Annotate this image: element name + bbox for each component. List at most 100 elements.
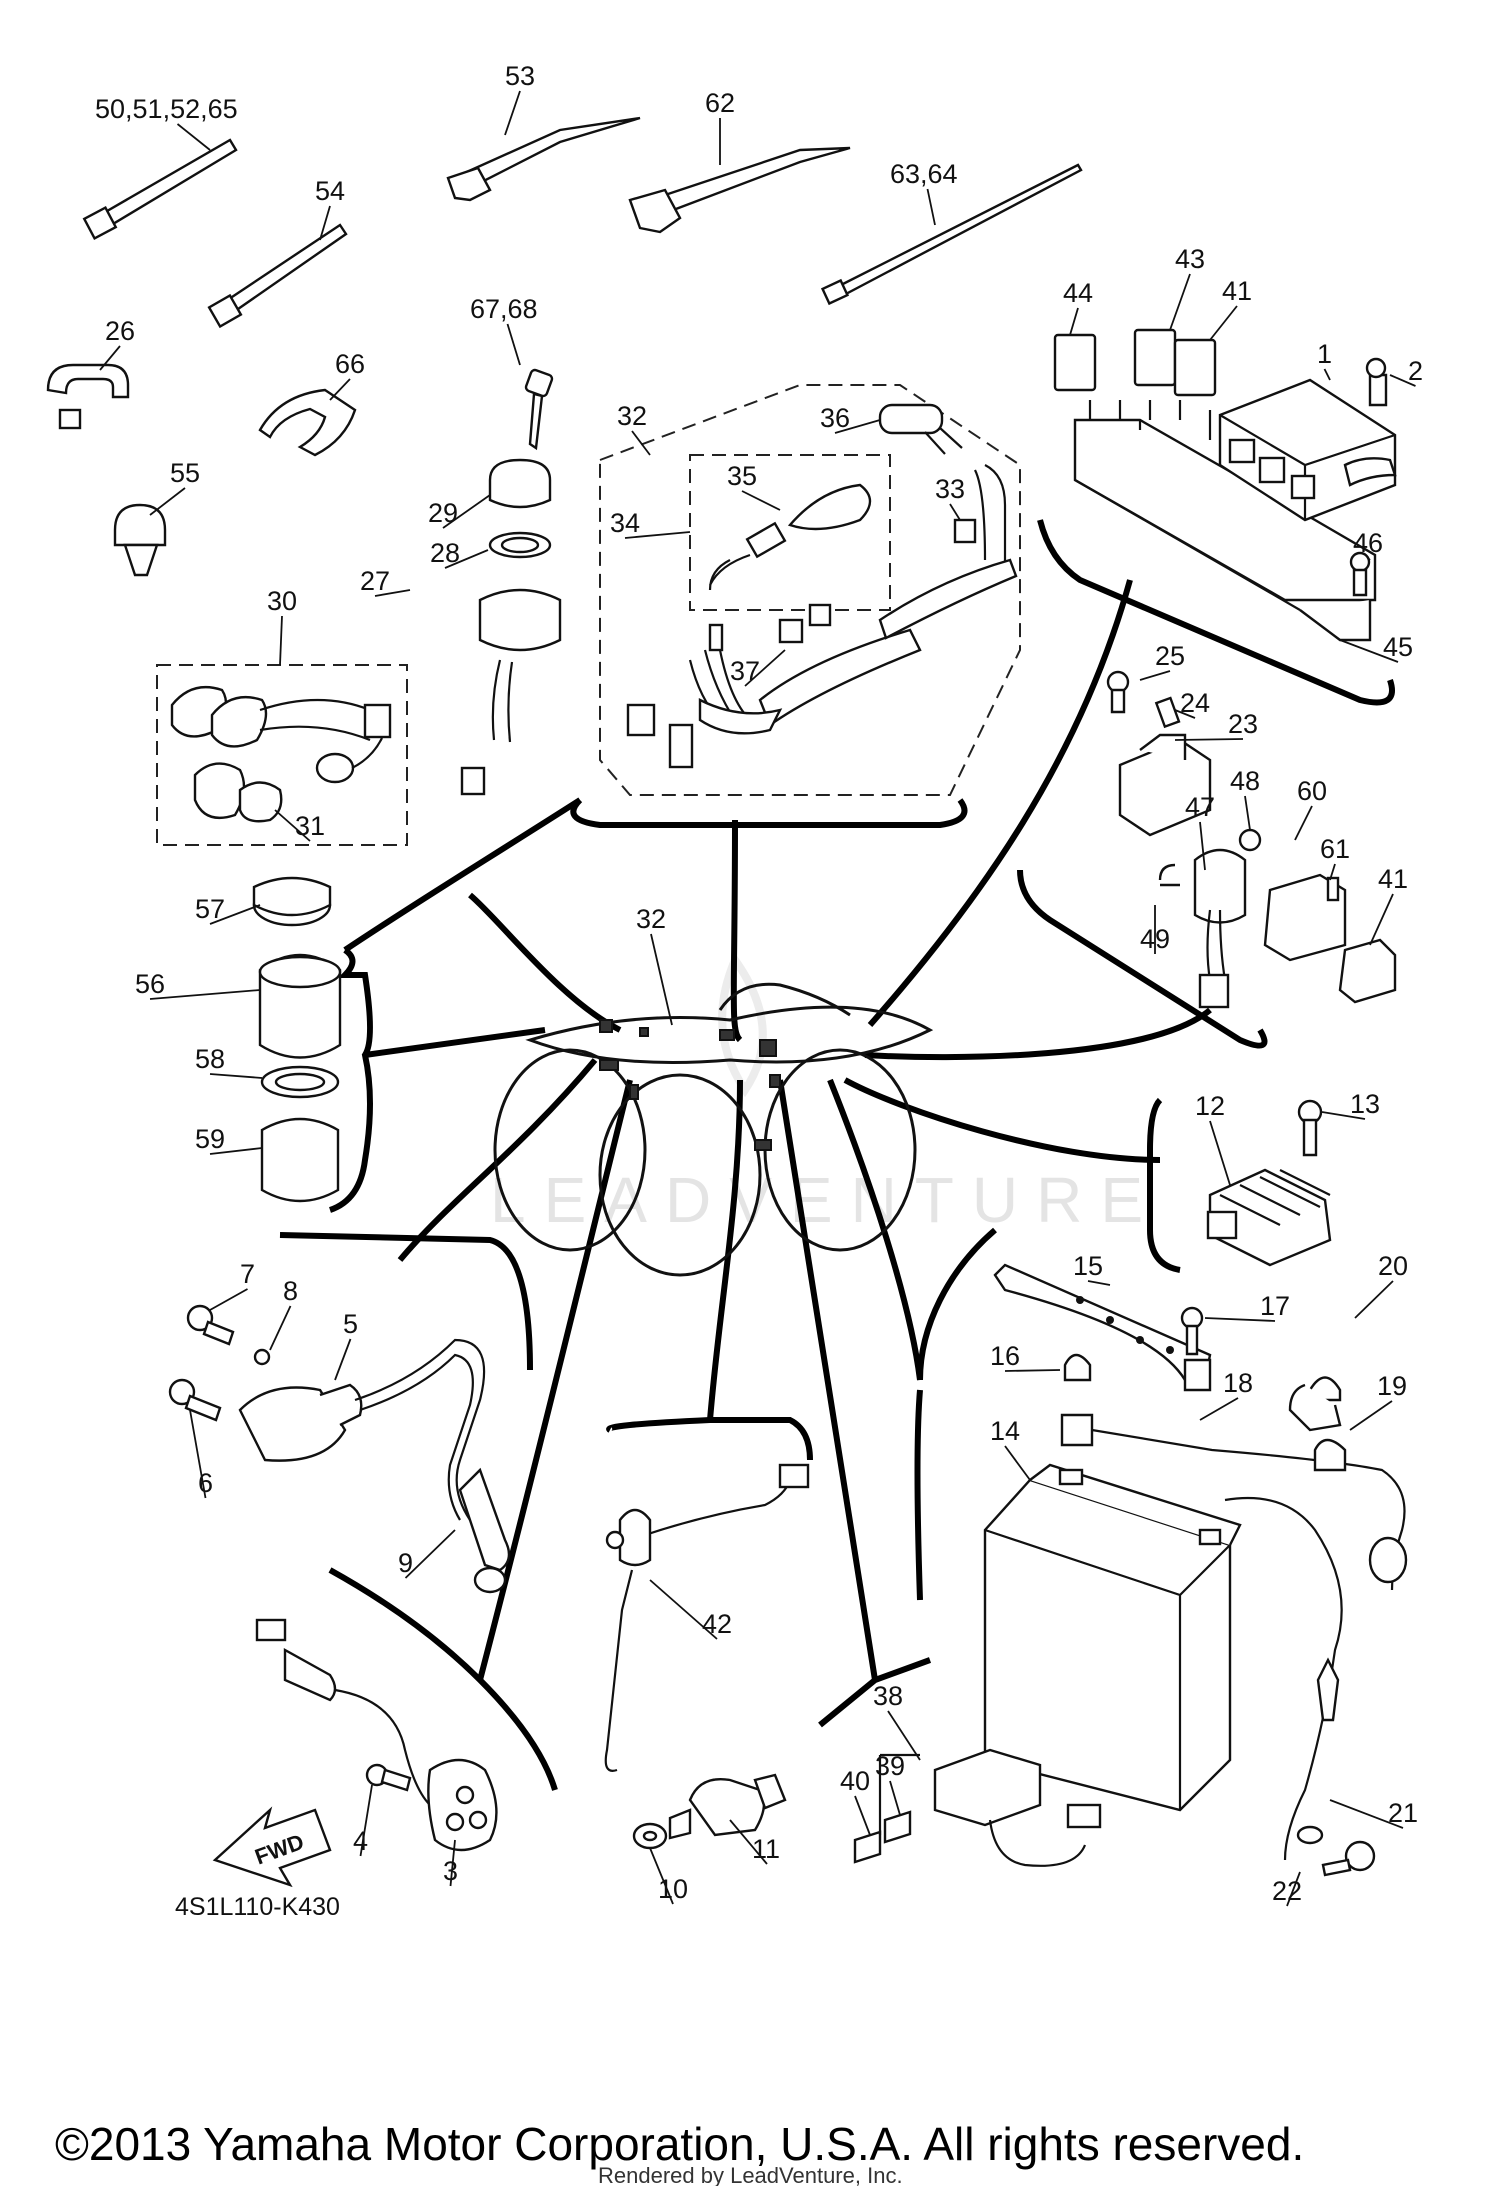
callout-leader-line	[444, 549, 489, 569]
callout-leader-line	[1139, 670, 1171, 681]
callout-label: 46	[1353, 528, 1383, 558]
callout-label: 62	[705, 88, 735, 118]
regulator-part	[1206, 1099, 1332, 1267]
group-box-30	[156, 664, 408, 846]
callout-leader-line	[744, 649, 786, 687]
callout-leader-line	[1286, 1871, 1301, 1907]
callout-label: 57	[195, 894, 225, 924]
callout-leader-line	[449, 1839, 456, 1887]
callout-label: 20	[1378, 1251, 1408, 1281]
callout-label: 43	[1175, 244, 1205, 274]
callout-leader-line	[1209, 1120, 1231, 1186]
callout-label: 32	[617, 401, 647, 431]
callout-label: 39	[875, 1751, 905, 1781]
callout-label: 49	[1140, 924, 1170, 954]
callout-label: 61	[1320, 834, 1350, 864]
callout-leader-line	[1087, 1280, 1111, 1286]
callout-leader-line	[279, 615, 283, 666]
callout-label: 22	[1272, 1876, 1302, 1906]
callout-label: 9	[398, 1548, 413, 1578]
callout-leaders	[99, 90, 1416, 1907]
callout-label: 18	[1223, 1368, 1253, 1398]
bulb-socket-parts	[170, 685, 392, 823]
callout-leader-line	[1209, 305, 1238, 341]
callout-label: 59	[195, 1124, 225, 1154]
clamp-parts	[46, 363, 554, 577]
callout-label: 50,51,52,65	[95, 94, 238, 124]
callout-label: 34	[610, 508, 640, 538]
callout-label: 24	[1180, 688, 1210, 718]
callout-leader-line	[274, 809, 311, 842]
callout-label: 6	[198, 1468, 213, 1498]
callout-leader-line	[834, 419, 881, 434]
callout-leader-line	[209, 904, 261, 925]
callout-label: 25	[1155, 641, 1185, 671]
callout-leader-line	[1004, 1445, 1031, 1481]
fwd-arrow: FWD	[212, 1806, 332, 1888]
callout-label: 27	[360, 566, 390, 596]
callout-label: 47	[1185, 792, 1215, 822]
callout-leader-line	[889, 1780, 901, 1816]
callout-label: 44	[1063, 278, 1093, 308]
callout-leader-line	[269, 1305, 292, 1351]
callout-leader-line	[149, 989, 261, 1000]
socket-parts	[252, 876, 342, 1203]
callout-leader-line	[209, 1288, 248, 1311]
callout-leader-line	[442, 494, 491, 529]
callout-leader-line	[99, 345, 121, 371]
ignition-coil-parts	[168, 1304, 511, 1594]
callout-label: 36	[820, 403, 850, 433]
callout-leader-line	[649, 1579, 718, 1640]
relay-parts	[1106, 670, 1397, 1009]
callout-label: 8	[283, 1276, 298, 1306]
callout-leader-line	[176, 123, 211, 151]
callout-leader-line	[741, 490, 781, 511]
callout-label: 31	[295, 811, 325, 841]
callout-leader-line	[1349, 1400, 1393, 1431]
callout-label: 5	[343, 1309, 358, 1339]
callout-label: 37	[730, 656, 760, 686]
callout-label: 19	[1377, 1371, 1407, 1401]
callout-leader-line	[209, 1147, 263, 1155]
callout-leader-line	[506, 323, 521, 366]
watermark-logo	[718, 951, 767, 1098]
callout-labels: 50,51,52,65536263,6454266667,68552928273…	[95, 61, 1423, 1906]
callout-label: 67,68	[470, 294, 538, 324]
callout-leader-line	[650, 933, 673, 1026]
callout-label: 21	[1388, 1798, 1418, 1828]
wire-harness-32-parts	[626, 403, 1018, 769]
callout-label: 32	[636, 904, 666, 934]
callout-leader-line	[189, 1409, 207, 1499]
callout-leader-line	[1369, 893, 1394, 946]
callout-label: 60	[1297, 776, 1327, 806]
callout-leader-line	[1069, 307, 1079, 336]
callout-leader-line	[1199, 821, 1206, 871]
sensor-42-part	[604, 1463, 810, 1772]
callout-label: 29	[428, 498, 458, 528]
callout-label: 28	[430, 538, 460, 568]
callout-label: 55	[170, 458, 200, 488]
callout-label: 15	[1073, 1251, 1103, 1281]
callout-leader-line	[209, 1073, 263, 1079]
callout-label: 42	[702, 1609, 732, 1639]
callout-leader-line	[1323, 368, 1331, 381]
callout-label: 12	[1195, 1091, 1225, 1121]
callout-label: 35	[727, 461, 757, 491]
callout-label: 14	[990, 1416, 1020, 1446]
callout-leader-line	[1389, 374, 1416, 387]
sender-3-parts	[255, 1618, 498, 1852]
ignition-switch-part	[460, 458, 562, 796]
callout-label: 40	[840, 1766, 870, 1796]
callout-leader-line	[334, 1338, 352, 1381]
rendered-by-text: Rendered by LeadVenture, Inc.	[598, 2163, 903, 2186]
callout-leader-line	[926, 188, 936, 226]
callout-label: 4	[353, 1826, 368, 1856]
callout-label: 41	[1378, 864, 1408, 894]
callout-leader-line	[319, 205, 331, 241]
drawing-code: 4S1L110-K430	[175, 1893, 340, 1921]
callout-leader-line	[374, 589, 411, 597]
callout-label: 54	[315, 176, 345, 206]
callout-label: 41	[1222, 276, 1252, 306]
callout-label: 1	[1317, 339, 1332, 369]
